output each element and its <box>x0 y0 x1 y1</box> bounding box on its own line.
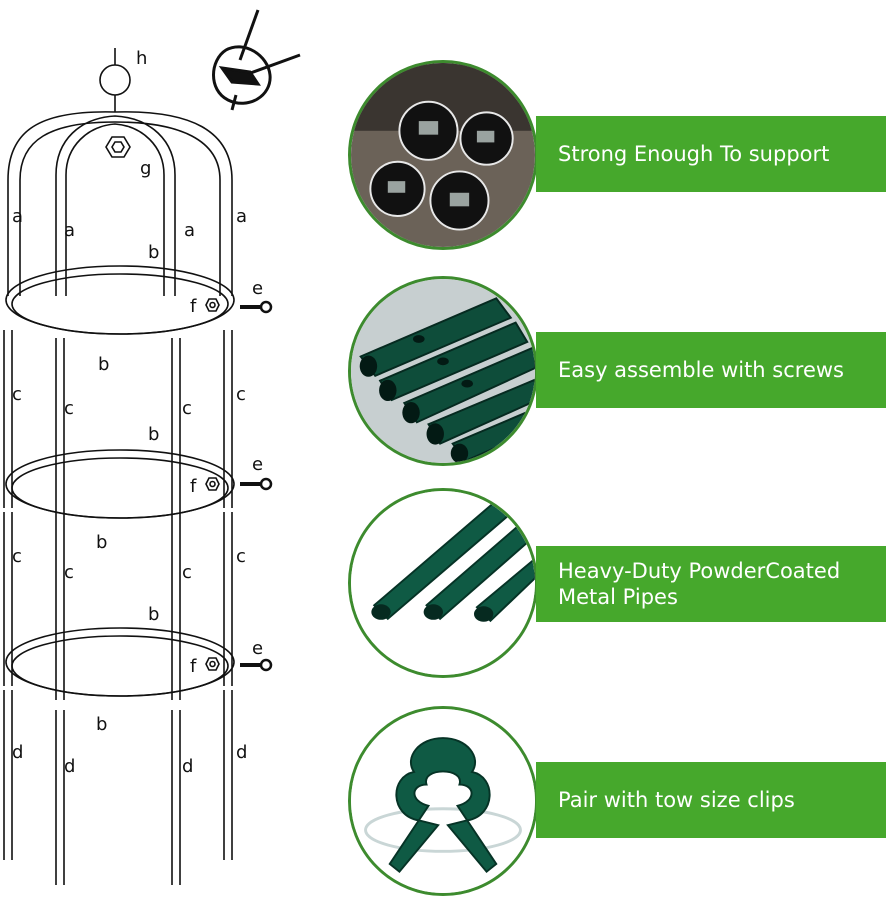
svg-text:g: g <box>140 158 151 179</box>
svg-text:e: e <box>252 454 263 475</box>
feature-text: Heavy-Duty PowderCoated Metal Pipes <box>558 559 841 609</box>
svg-text:a: a <box>184 220 195 241</box>
svg-text:b: b <box>148 242 159 263</box>
svg-text:c: c <box>236 546 246 567</box>
svg-text:c: c <box>12 384 22 405</box>
plant-clip-photo <box>348 706 538 896</box>
top-cap <box>99 64 131 96</box>
svg-text:a: a <box>64 220 75 241</box>
svg-text:d: d <box>182 756 193 777</box>
metal-pipes-photo <box>348 488 538 678</box>
svg-text:c: c <box>12 546 22 567</box>
feature-banner-pipes: Heavy-Duty PowderCoated Metal Pipes <box>536 546 886 622</box>
svg-text:h: h <box>136 48 147 69</box>
svg-text:b: b <box>98 354 109 375</box>
top-clip-icon <box>212 9 301 111</box>
feature-text: Pair with tow size clips <box>558 788 795 812</box>
svg-text:d: d <box>236 742 247 763</box>
hex-nut-g <box>105 136 131 158</box>
svg-text:d: d <box>12 742 23 763</box>
svg-text:a: a <box>12 206 23 227</box>
drilled-pipes-photo <box>348 276 538 466</box>
feature-banner-assembly: Easy assemble with screws <box>536 332 886 408</box>
svg-text:a: a <box>236 206 247 227</box>
svg-text:e: e <box>252 278 263 299</box>
feature-text: Strong Enough To support <box>558 142 830 166</box>
feature-banner-clips: Pair with tow size clips <box>536 762 886 838</box>
svg-text:c: c <box>182 562 192 583</box>
svg-text:c: c <box>182 398 192 419</box>
svg-text:c: c <box>64 398 74 419</box>
feature-banner-strength: Strong Enough To support <box>536 116 886 192</box>
svg-text:f: f <box>190 476 197 497</box>
svg-text:b: b <box>96 532 107 553</box>
svg-text:b: b <box>148 424 159 445</box>
svg-text:c: c <box>236 384 246 405</box>
svg-text:d: d <box>64 756 75 777</box>
svg-text:f: f <box>190 656 197 677</box>
svg-text:b: b <box>96 714 107 735</box>
pipe-ends-photo <box>348 60 538 250</box>
svg-text:b: b <box>148 604 159 625</box>
svg-text:f: f <box>190 296 197 317</box>
feature-text: Easy assemble with screws <box>558 358 844 382</box>
svg-text:c: c <box>64 562 74 583</box>
svg-text:e: e <box>252 638 263 659</box>
screw-e-icon <box>240 300 273 672</box>
